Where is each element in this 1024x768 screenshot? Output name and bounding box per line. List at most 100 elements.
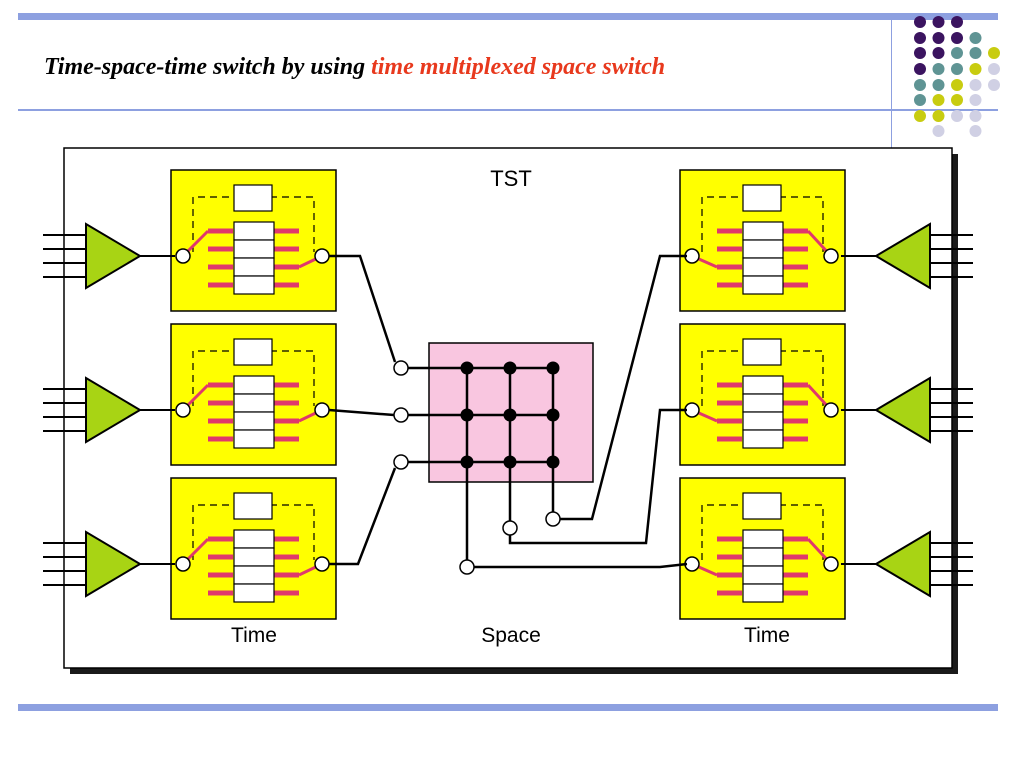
time-slot-cell [233, 411, 275, 431]
write-slot-bar [717, 282, 742, 288]
space-input-terminal [393, 407, 409, 423]
decor-dot [988, 47, 1000, 59]
crosspoint-node [503, 361, 517, 375]
write-slot-bar [717, 400, 742, 406]
crosspoint-node [460, 455, 474, 469]
read-slot-bar [274, 400, 299, 406]
write-slot-bar [717, 228, 742, 234]
read-slot-bar [274, 554, 299, 560]
write-slot-bar [717, 572, 742, 578]
link-input-3 [329, 467, 397, 566]
input-terminal [684, 248, 700, 264]
top-accent-bar [18, 13, 998, 20]
demultiplexer-triangle [874, 222, 931, 290]
decor-dot [951, 110, 963, 122]
multiplexer-triangle [85, 222, 142, 290]
input-terminal [175, 556, 191, 572]
control-memory-box [233, 338, 273, 366]
decor-dot [951, 94, 963, 106]
output-terminal [823, 402, 839, 418]
decor-dot [914, 47, 926, 59]
corner-dot-pattern [914, 16, 1000, 137]
input-terminal [684, 402, 700, 418]
read-slot-bar [783, 264, 808, 270]
write-slot-bar [208, 264, 233, 270]
title-accent: time multiplexed space switch [371, 54, 666, 80]
read-slot-bar [274, 246, 299, 252]
decor-dot [932, 16, 945, 28]
control-dashed-line [701, 196, 824, 252]
write-slot-bar [208, 554, 233, 560]
time-slot-cell [742, 375, 784, 395]
crosspoint-node [546, 408, 560, 422]
decor-dot [914, 110, 926, 122]
corner-vertical-rule [891, 20, 892, 148]
space-switch [393, 342, 594, 575]
write-slot-bar [717, 264, 742, 270]
multiplexer-triangle [85, 376, 142, 444]
control-dashed-line [192, 350, 315, 406]
control-memory-box [742, 492, 782, 520]
decor-dot [969, 94, 982, 106]
time-slot-cell [742, 257, 784, 277]
write-slot-bar [208, 572, 233, 578]
output-terminal [823, 248, 839, 264]
write-slot-bar [208, 246, 233, 252]
read-slot-bar [274, 282, 299, 288]
write-slot-bar [717, 246, 742, 252]
time-slot-cell [742, 275, 784, 295]
time-slot-cell [233, 529, 275, 549]
read-slot-bar [783, 590, 808, 596]
read-slot-bar [274, 436, 299, 442]
write-slot-bar [208, 228, 233, 234]
output-terminal [314, 556, 330, 572]
time-slot-cell [233, 221, 275, 241]
decor-dot [969, 125, 982, 137]
switch-links [328, 254, 688, 569]
decor-dot [969, 79, 982, 91]
output-terminal [314, 402, 330, 418]
decor-dot [932, 110, 945, 122]
write-slot-bar [208, 400, 233, 406]
read-slot-bar [783, 436, 808, 442]
control-dashed-line [192, 504, 315, 560]
control-memory-box [233, 492, 273, 520]
time-slot-cell [742, 429, 784, 449]
write-slot-bar [208, 536, 233, 542]
write-slot-bar [717, 554, 742, 560]
decor-dot [914, 16, 926, 28]
crosspoint-node [546, 455, 560, 469]
read-slot-bar [274, 572, 299, 578]
write-slot-bar [208, 382, 233, 388]
link-output-2 [508, 408, 687, 545]
write-slot-bar [717, 418, 742, 424]
time-slot-cell [233, 239, 275, 259]
time-slot-cell [233, 257, 275, 277]
write-slot-bar [717, 436, 742, 442]
read-slot-bar [783, 382, 808, 388]
control-dashed-line [701, 504, 824, 560]
time-slot-cell [742, 583, 784, 603]
time-slot-cell [233, 393, 275, 413]
write-slot-bar [208, 282, 233, 288]
time-slot-cell [233, 275, 275, 295]
title-rule [18, 109, 998, 111]
read-slot-bar [783, 246, 808, 252]
crosspoint-node [460, 408, 474, 422]
crosspoint-node [460, 361, 474, 375]
time-slot-cell [233, 375, 275, 395]
time-slot-cell [742, 547, 784, 567]
time-slot-cell [742, 221, 784, 241]
output-terminal [823, 556, 839, 572]
write-slot-bar [208, 436, 233, 442]
output-terminal [314, 248, 330, 264]
read-slot-bar [783, 228, 808, 234]
read-slot-bar [274, 536, 299, 542]
space-label: Space [481, 624, 541, 647]
time-slot-cell [233, 583, 275, 603]
control-dashed-line [701, 350, 824, 406]
time-slot-cell [742, 565, 784, 585]
link-input-2 [328, 408, 395, 417]
time-slot-cell [742, 239, 784, 259]
